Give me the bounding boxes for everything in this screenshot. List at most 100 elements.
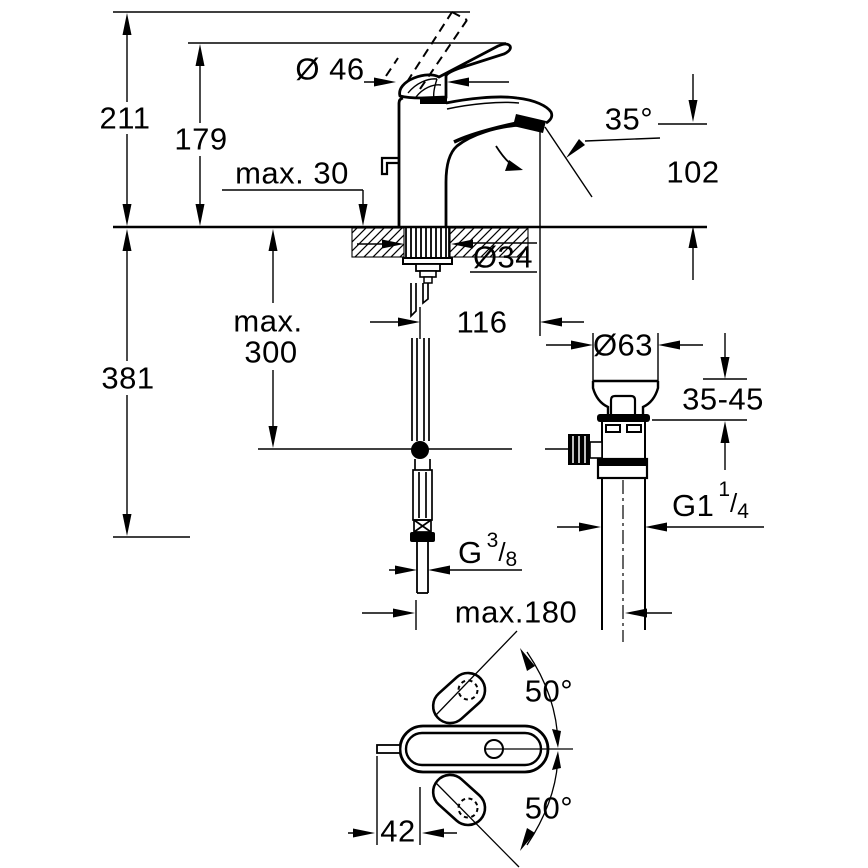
label-height-spout: 179 xyxy=(174,122,227,157)
arrow-max30-down-icon xyxy=(358,204,368,226)
label-height-total: 211 xyxy=(100,101,151,136)
arrow-3545-up-icon xyxy=(720,421,730,443)
arrow-116-right-icon xyxy=(540,317,562,327)
drain-tailpipe xyxy=(601,478,646,630)
dimline-381 xyxy=(113,251,190,538)
threaded-shank xyxy=(405,228,450,258)
label-hose-max-1: max. xyxy=(233,304,302,339)
supply-pipe-end xyxy=(416,542,429,594)
arrow-42-right-icon xyxy=(422,828,444,838)
label-rod-max: max.180 xyxy=(455,595,577,630)
arrow-179-down-icon xyxy=(195,204,205,226)
label-hose-max-2: 300 xyxy=(244,335,297,370)
counter-deck-section xyxy=(113,225,707,258)
supply-connector-nut xyxy=(410,532,435,542)
leader-max30 xyxy=(222,189,364,204)
dimline-116 xyxy=(370,307,584,339)
arrow-dia63-left-icon xyxy=(571,340,593,350)
arrow-dia63-right-icon xyxy=(658,340,680,350)
arc-arrowhead-lower-icon xyxy=(520,828,535,851)
top-view xyxy=(376,630,573,868)
handle-base-band xyxy=(420,98,447,104)
mounting-assembly xyxy=(402,228,453,594)
popup-rod-knob xyxy=(380,156,399,176)
mounting-nut-step3 xyxy=(423,276,433,284)
spout-top-edge xyxy=(445,95,554,125)
label-spout-reach: 116 xyxy=(457,305,508,340)
hose-lower-fitting xyxy=(412,459,433,533)
arrow-dia46-left-icon xyxy=(374,77,396,87)
label-swivel-lower: 50° xyxy=(525,791,573,826)
label-spray-angle: 35° xyxy=(605,102,653,137)
drain-thread-base: G1 xyxy=(672,488,714,523)
mounting-nut-step2 xyxy=(419,270,437,278)
label-deck-max: max. 30 xyxy=(235,156,349,191)
arrow-max300-down-icon xyxy=(268,426,278,448)
arrow-381-down-icon xyxy=(122,514,132,536)
arrow-381-up-icon xyxy=(122,229,132,251)
knurl-ridges xyxy=(572,436,586,463)
arrow-g114-right-icon xyxy=(645,522,667,532)
handle-lever xyxy=(398,42,512,100)
label-swivel-upper: 50° xyxy=(525,674,573,709)
arrow-max180-right-icon xyxy=(625,608,647,618)
swivel-ray-upper xyxy=(435,630,518,716)
label-depth-total: 381 xyxy=(101,361,154,396)
arrow-max180-left-icon xyxy=(393,608,415,618)
dimline-42 xyxy=(348,756,457,845)
drain-thread-den: 4 xyxy=(737,500,749,523)
swivel-ray-lower xyxy=(435,782,520,868)
label-body-diameter: Ø 46 xyxy=(295,52,364,87)
arrow-dia34-left-icon xyxy=(382,239,404,249)
dimension-lines xyxy=(113,11,764,845)
mounting-nut-step1 xyxy=(415,263,441,272)
supply-hoses xyxy=(411,338,430,441)
drain-plug-knob xyxy=(609,394,637,414)
drain-seal-ring xyxy=(597,414,650,422)
label-hole-diameter: Ø34 xyxy=(473,240,533,275)
supply-thread-den: 8 xyxy=(506,548,518,571)
dimline-3545 xyxy=(652,333,747,470)
arrow-211-up-icon xyxy=(122,13,132,35)
dimension-arrowheads xyxy=(122,13,730,838)
label-handle-offset: 42 xyxy=(380,814,415,849)
drain-body xyxy=(601,422,646,459)
rod-pivot-housing xyxy=(589,441,603,459)
supply-thread-base: G xyxy=(458,535,483,570)
arrow-g38-left-icon xyxy=(395,565,417,575)
arrow-179-up-icon xyxy=(195,44,205,66)
label-drain-deck-range: 35-45 xyxy=(682,382,764,417)
label-spout-height: 102 xyxy=(666,155,719,190)
arrow-42-left-icon xyxy=(353,828,375,838)
spray-direction-line xyxy=(544,126,593,198)
arrow-102-down-icon xyxy=(688,100,698,122)
arrow-dia34-right-icon xyxy=(451,239,473,249)
handle-raised-dashed xyxy=(385,11,468,90)
handle-tip-dashed-upper xyxy=(457,679,479,701)
arrow-g38-right-icon xyxy=(428,565,450,575)
dimline-dia63 xyxy=(546,333,703,382)
handle-position-upper xyxy=(431,671,487,725)
supply-thread-num: 3 xyxy=(487,529,499,552)
label-flange-diameter: Ø63 xyxy=(593,328,653,363)
arc-arrowhead-upper-icon xyxy=(520,648,535,671)
drain-assembly xyxy=(568,379,660,642)
arrow-116-left-icon xyxy=(398,317,420,327)
handle-detail-arc-1 xyxy=(407,78,438,94)
leader-35deg xyxy=(584,137,661,142)
supply-pipe-stubs xyxy=(410,283,429,319)
arrow-dia46-right-icon xyxy=(447,77,469,87)
handle-front-stub xyxy=(376,744,401,754)
arrow-g114-left-icon xyxy=(579,522,601,532)
vee-arrowhead-up-icon xyxy=(552,751,561,770)
handle-tip-dashed-lower xyxy=(457,797,479,819)
drain-union-nut-band xyxy=(598,459,647,466)
faucet-side-view xyxy=(380,11,593,227)
arrow-max300-up-icon xyxy=(268,229,278,251)
drain-thread-num: 1 xyxy=(718,478,730,501)
dimension-labels: 211 179 max. 30 Ø 46 35° 102 381 max. 30… xyxy=(100,52,764,849)
